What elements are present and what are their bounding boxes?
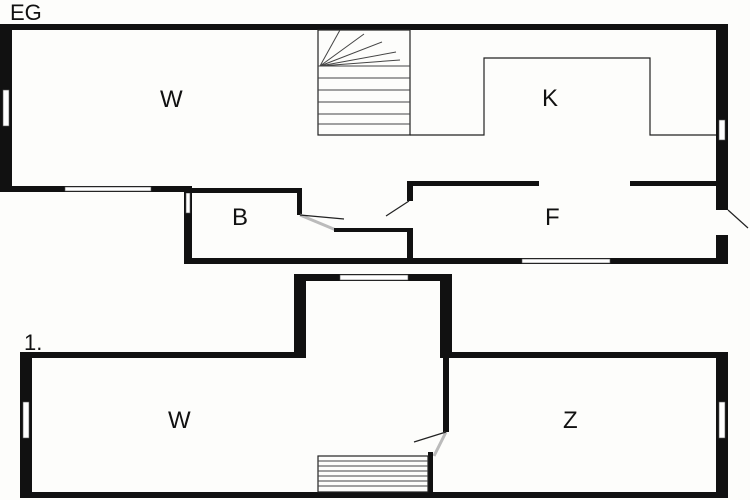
wall-bay-left xyxy=(294,274,306,358)
window-right xyxy=(718,119,726,141)
first-floor: 1. W Z xyxy=(20,274,728,498)
ground-floor: EG xyxy=(0,0,749,264)
wall-bath-top xyxy=(184,188,302,193)
room-label-w: W xyxy=(160,86,183,113)
floor-title-eg: EG xyxy=(10,0,42,25)
wall-bath-left xyxy=(184,188,192,264)
wall-hall-upper xyxy=(407,181,413,201)
floor-title-1: 1. xyxy=(24,330,42,355)
staircase-eg xyxy=(317,29,411,136)
wall-hall-top-right xyxy=(630,181,720,186)
staircase-1 xyxy=(317,455,429,493)
wall-hall-lower xyxy=(407,228,413,264)
door-z[interactable] xyxy=(432,431,448,457)
window-left xyxy=(2,89,10,127)
room-label-w-1: W xyxy=(168,407,191,434)
room-label-k: K xyxy=(542,85,558,112)
window-left-1 xyxy=(22,401,30,439)
entrance-door-swing xyxy=(727,209,749,229)
wall-top xyxy=(0,24,728,30)
wall-right xyxy=(716,24,728,264)
bath-door[interactable] xyxy=(299,213,337,232)
window-bath xyxy=(185,192,191,214)
wall-top-right-1 xyxy=(444,352,728,358)
window-right-1 xyxy=(718,401,726,439)
wall-hall-top-left xyxy=(407,181,539,186)
entrance-door[interactable] xyxy=(716,210,728,235)
wall-partition-1 xyxy=(443,356,449,432)
wall-bay-right xyxy=(440,274,452,358)
wall-partition-lower-1 xyxy=(428,452,433,498)
wall-bath-hall xyxy=(334,228,412,232)
wall-bottom-1 xyxy=(20,492,728,498)
room-label-b: B xyxy=(232,204,248,231)
hall-door-swing xyxy=(385,200,410,217)
window-bay xyxy=(339,274,409,281)
wall-bottom xyxy=(184,258,728,264)
room-label-f: F xyxy=(545,204,560,231)
kitchen-counter xyxy=(410,57,716,136)
window-living-bottom xyxy=(64,186,152,192)
bath-door-swing xyxy=(299,214,345,220)
wall-bath-partition xyxy=(297,188,302,215)
wall-top-left-1 xyxy=(20,352,306,358)
window-hall-bottom xyxy=(521,258,611,264)
room-label-z: Z xyxy=(563,407,578,434)
door-z-swing xyxy=(413,431,447,443)
